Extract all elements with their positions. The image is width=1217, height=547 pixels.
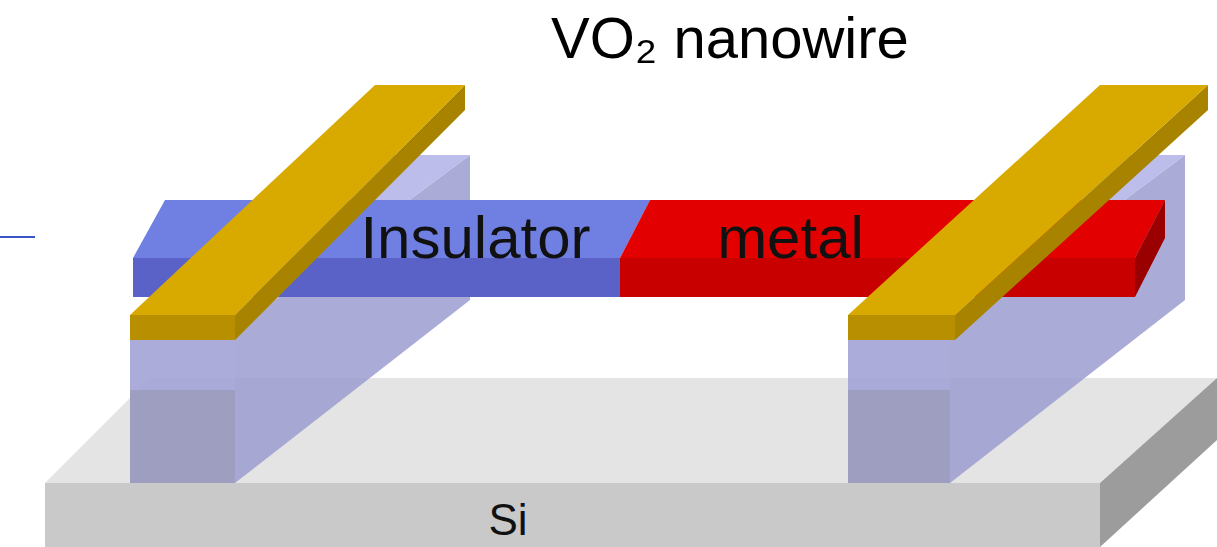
metal-segment: metal (709, 204, 872, 272)
substrate-side (1100, 378, 1217, 547)
pillar-front (130, 330, 235, 483)
substrate-front (45, 483, 1100, 547)
node-text: Insulator (360, 208, 590, 268)
metal-end (1135, 200, 1165, 297)
node-text: metal (717, 208, 864, 268)
electrode-top (848, 85, 1208, 315)
electrode-front (848, 315, 955, 340)
pillar-front (848, 330, 950, 483)
pillar-shade (848, 390, 950, 483)
electrode-front (130, 315, 235, 340)
substrate-label-box: Si (480, 494, 536, 546)
nanowire-title: VO₂ nanowire (551, 9, 909, 67)
insulator-segment: Insulator (352, 204, 599, 272)
electrode-top (130, 85, 465, 315)
pillar-shade (130, 390, 235, 483)
edge-tick (0, 236, 35, 238)
node-text: Si (488, 498, 527, 542)
